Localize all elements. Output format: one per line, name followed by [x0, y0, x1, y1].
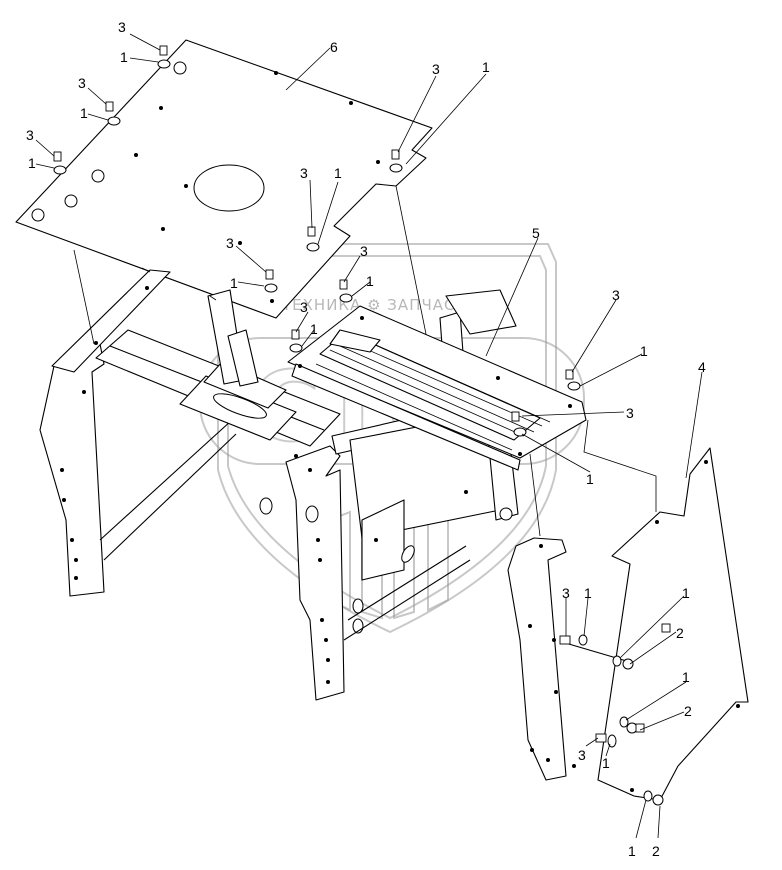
side-leg-bracket — [507, 537, 576, 781]
callout-1: 1 — [586, 471, 594, 487]
callout-1: 1 — [482, 59, 490, 75]
callout-3: 3 — [26, 127, 34, 143]
callout-1: 1 — [682, 669, 690, 685]
callout-3: 3 — [562, 585, 570, 601]
callout-1: 1 — [602, 755, 610, 771]
callout-3: 3 — [360, 243, 368, 259]
frame-assembly — [39, 269, 519, 701]
callout-1: 1 — [334, 165, 342, 181]
callout-2: 2 — [652, 843, 660, 859]
callout-4: 4 — [698, 359, 706, 375]
callout-1: 1 — [120, 49, 128, 65]
callout-1: 1 — [310, 321, 318, 337]
callout-1: 1 — [28, 155, 36, 171]
callout-1: 1 — [640, 343, 648, 359]
watermark-text: ТЕХНИКА ⚙ ЗАПЧАСТИ — [281, 296, 478, 314]
callout-3: 3 — [612, 287, 620, 303]
callout-3: 3 — [118, 19, 126, 35]
callout-labels: 3 1 6 3 1 3 1 3 1 3 1 3 1 3 1 3 1 5 3 1 … — [26, 19, 706, 859]
callout-6: 6 — [330, 39, 338, 55]
callout-3: 3 — [432, 61, 440, 77]
callout-1: 1 — [80, 105, 88, 121]
callout-1: 1 — [628, 843, 636, 859]
callout-3: 3 — [626, 405, 634, 421]
callout-1: 1 — [230, 275, 238, 291]
side-panel-part-4 — [597, 447, 749, 801]
callout-leaders — [35, 33, 703, 839]
callout-2: 2 — [676, 625, 684, 641]
callout-1: 1 — [682, 585, 690, 601]
cover-plate-part-5 — [287, 289, 587, 471]
callout-3: 3 — [78, 75, 86, 91]
callout-3: 3 — [578, 747, 586, 763]
callout-2: 2 — [684, 703, 692, 719]
callout-3: 3 — [300, 165, 308, 181]
side-hardware — [559, 623, 671, 806]
callout-3: 3 — [300, 299, 308, 315]
callout-1: 1 — [366, 273, 374, 289]
callout-3: 3 — [226, 235, 234, 251]
callout-1: 1 — [584, 585, 592, 601]
assembly-lines — [73, 185, 657, 537]
callout-5: 5 — [532, 225, 540, 241]
top-hardware — [53, 45, 581, 437]
